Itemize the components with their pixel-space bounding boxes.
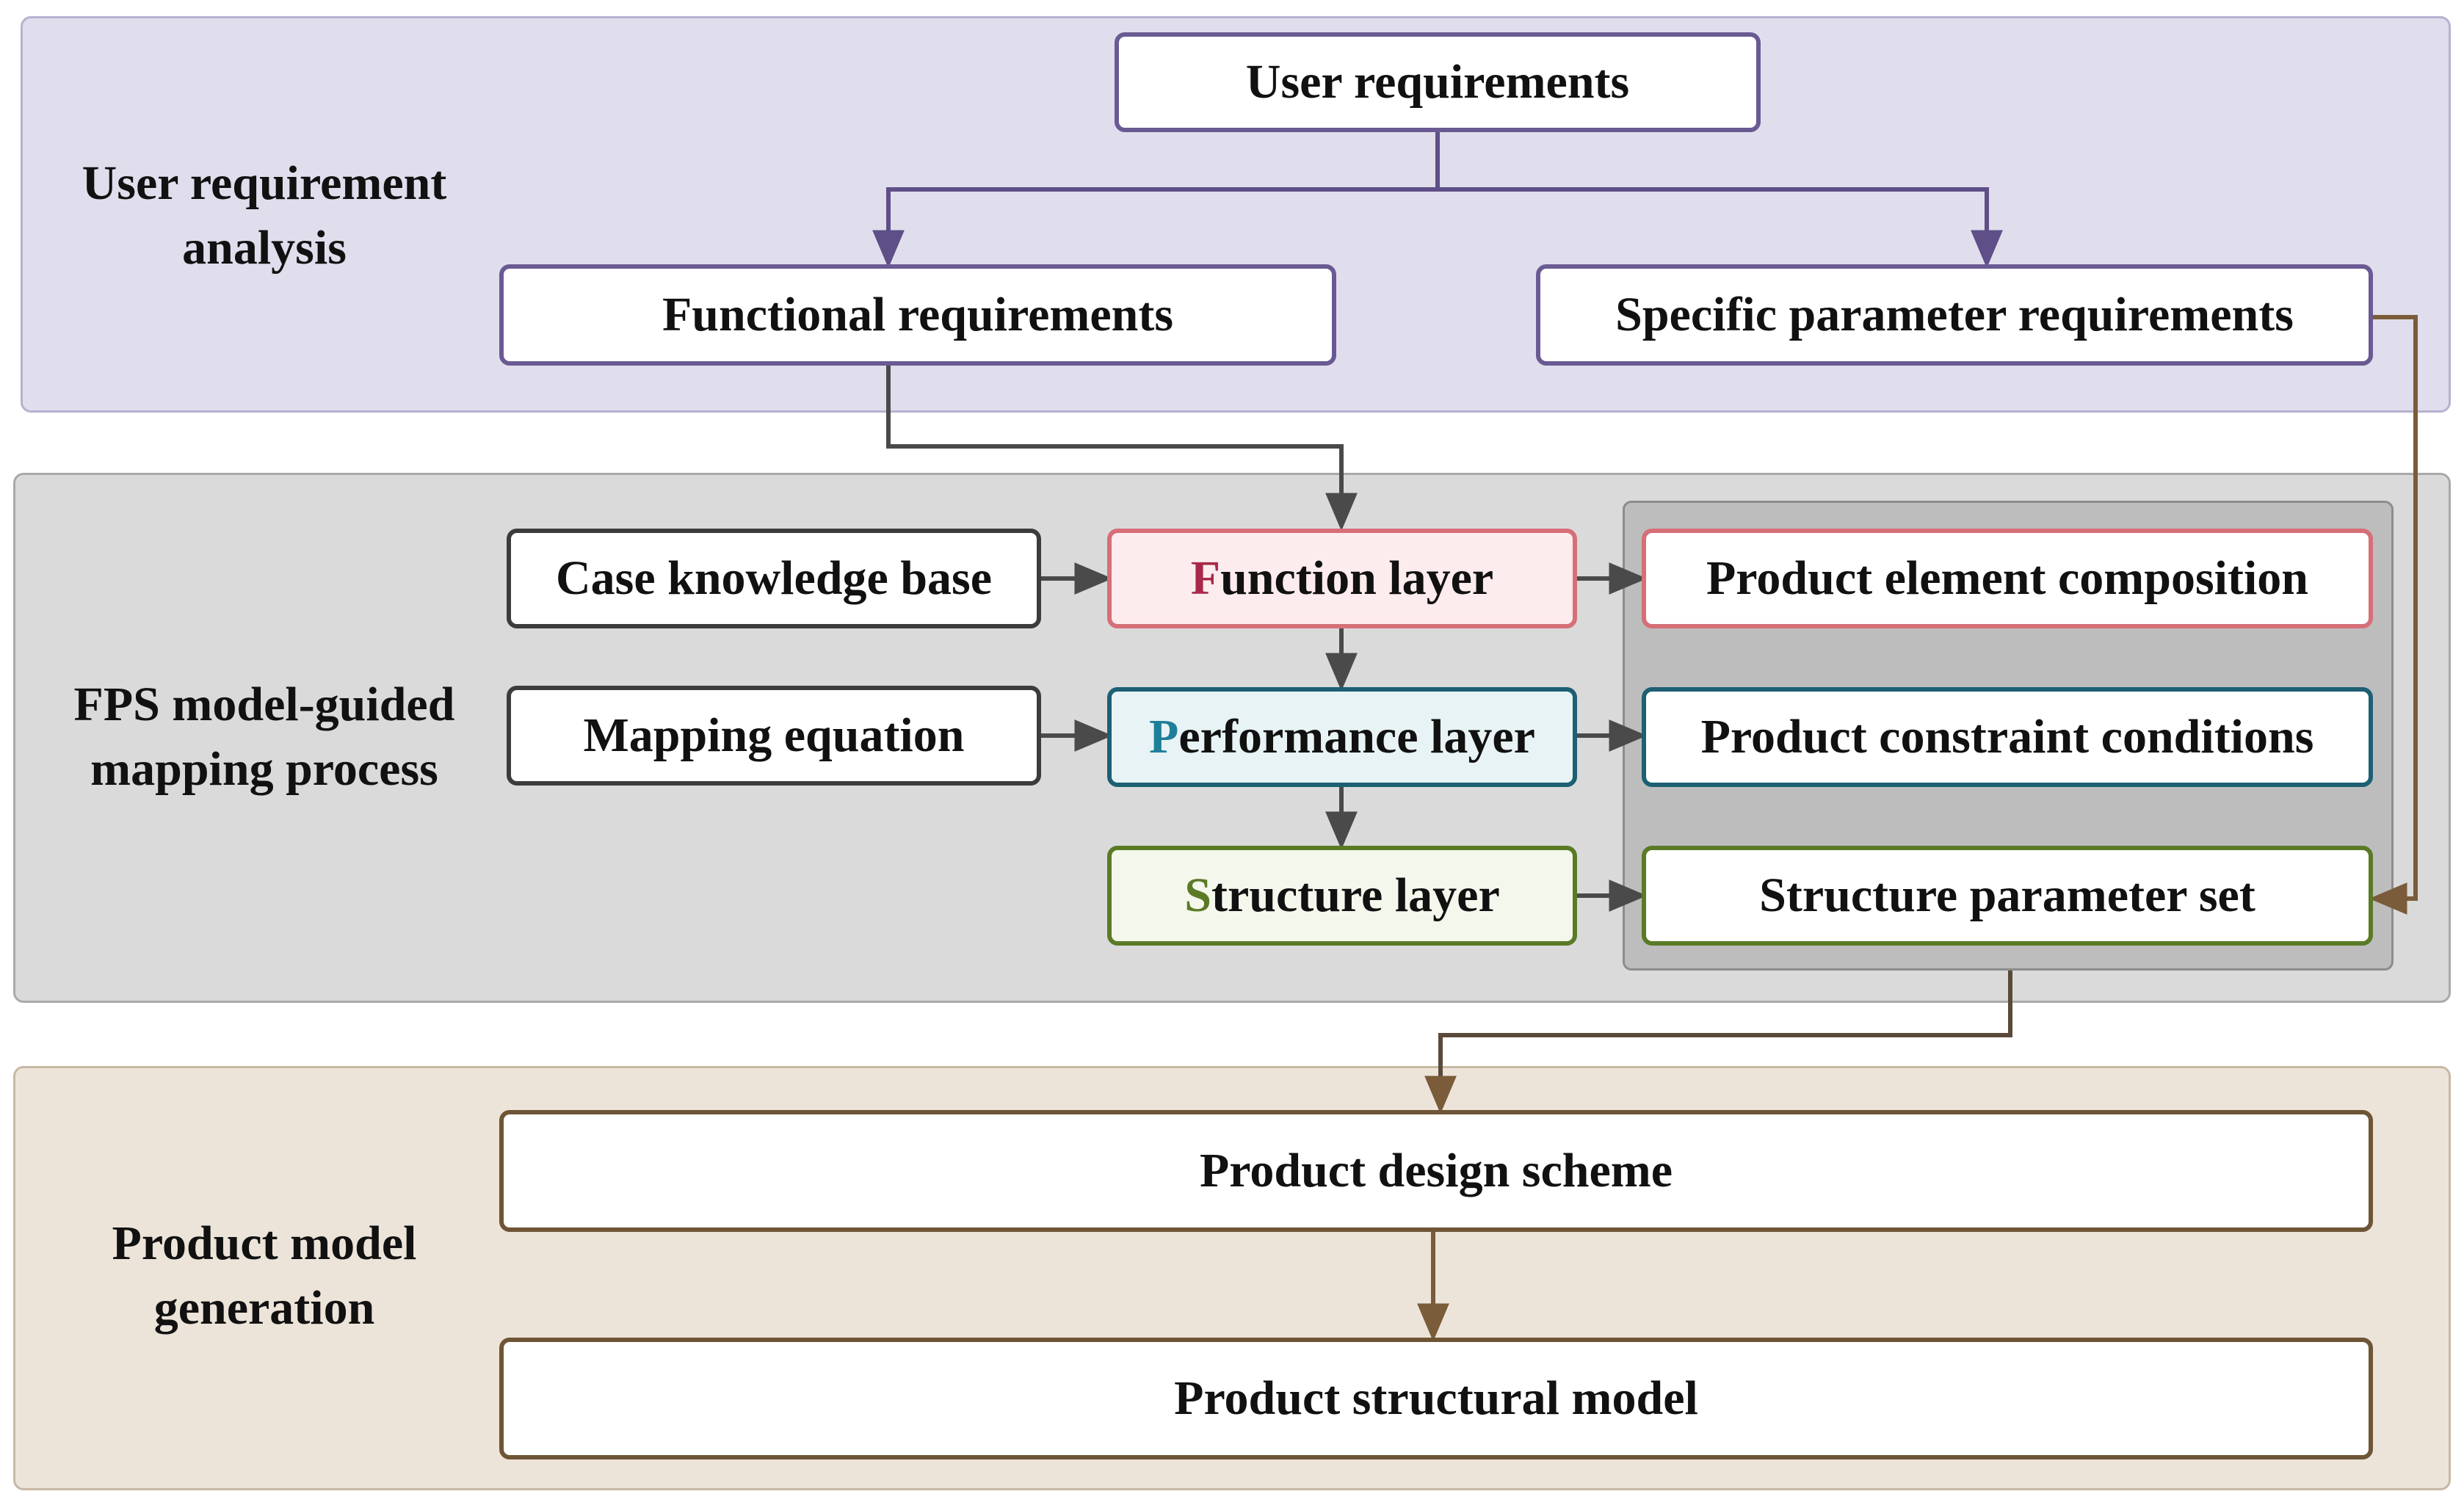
node-mapping-equation: Mapping equation [507,686,1041,786]
structure-layer-initial: S [1184,868,1211,922]
node-product-element-composition: Product element composition [1642,529,2373,628]
arrow-functional-to-function-layer [886,366,1358,532]
structure-layer-rest: tructure layer [1211,868,1500,922]
performance-layer-rest: erformance layer [1178,710,1535,764]
section-label-fps-mapping: FPS model-guided mapping process [73,678,455,796]
function-layer-rest: unction layer [1220,551,1494,605]
node-product-structural-model: Product structural model [499,1338,2373,1459]
function-layer-initial: F [1190,551,1221,605]
section-label-product-model-generation: Product model generation [112,1216,417,1335]
node-product-design-scheme: Product design scheme [499,1110,2373,1232]
node-specific-parameter-requirements: Specific parameter requirements [1536,264,2373,366]
arrow-group-to-design-scheme [1424,971,2012,1114]
node-functional-requirements: Functional requirements [499,264,1336,366]
section-label-user-requirement-analysis: User requirement analysis [81,156,447,275]
arrow-user-to-specific [1438,187,2003,269]
arrow-specific-to-structure-parameter-set [2369,315,2418,915]
arrow-user-to-functional [872,132,1440,269]
performance-layer-initial: P [1149,710,1179,764]
node-user-requirements: User requirements [1115,32,1761,132]
node-case-knowledge-base: Case knowledge base [507,529,1041,628]
node-product-constraint-conditions: Product constraint conditions [1642,687,2373,787]
node-structure-parameter-set: Structure parameter set [1642,846,2373,946]
